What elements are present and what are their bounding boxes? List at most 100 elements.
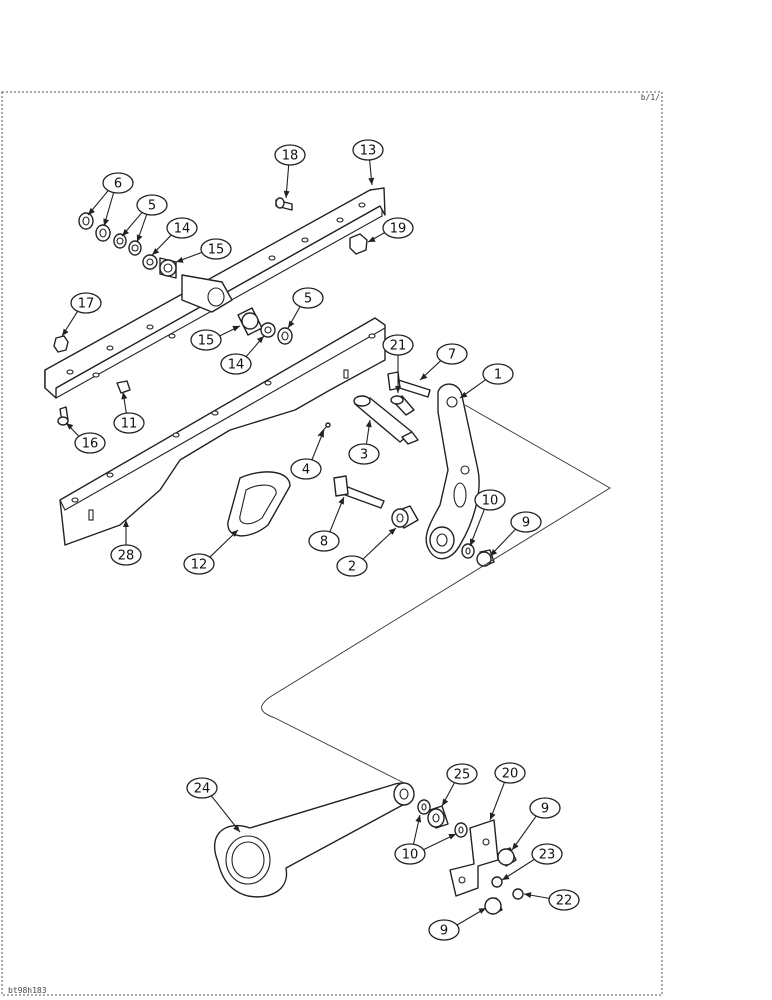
callout-17: 17 (70, 292, 102, 314)
callout-arrowhead (233, 824, 240, 832)
callout-arrowhead (88, 207, 95, 215)
callout-ellipse (110, 544, 142, 566)
callout-10: 10 (394, 843, 426, 865)
callout-3: 3 (348, 443, 380, 465)
callout-number: 10 (482, 494, 499, 509)
callout-20: 20 (494, 762, 526, 784)
lever-arm (425, 383, 480, 560)
callout-ellipse (529, 797, 561, 819)
callout-arrowhead (470, 538, 476, 546)
callout-arrowhead (460, 391, 468, 398)
callout-number: 13 (360, 144, 377, 159)
callout-arrowhead (415, 815, 422, 823)
callout-ellipse (200, 238, 232, 260)
bracket-hardware (484, 847, 524, 915)
callout-arrowhead (502, 873, 510, 880)
callout-1: 1 (482, 363, 514, 385)
callout-arrowhead (230, 530, 238, 537)
diagram-frame (1, 91, 663, 996)
callout-ellipse (510, 511, 542, 533)
callout-2: 2 (336, 555, 368, 577)
callout-ellipse (74, 432, 106, 454)
callout-number: 14 (228, 358, 245, 373)
callout-ellipse (274, 144, 306, 166)
callout-ellipse (382, 217, 414, 239)
callout-arrowhead (103, 218, 110, 226)
callout-number: 24 (194, 782, 211, 797)
callout-ellipse (482, 363, 514, 385)
callout-18: 18 (274, 144, 306, 166)
callout-22: 22 (548, 889, 580, 911)
washer-stack (78, 212, 177, 279)
callout-arrowhead (365, 420, 372, 428)
callout-ellipse (474, 489, 506, 511)
callout-arrowhead (395, 386, 401, 393)
callout-arrowhead (176, 256, 184, 263)
callout-number: 20 (502, 767, 519, 782)
callout-ellipse (308, 530, 340, 552)
callout-14: 14 (220, 353, 252, 375)
callout-ellipse (494, 762, 526, 784)
callout-number: 3 (360, 448, 368, 463)
callout-arrowhead (232, 325, 240, 332)
bushing-2 (391, 505, 419, 529)
callout-arrowhead (62, 328, 69, 336)
callout-ellipse (428, 919, 460, 941)
callout-number: 16 (82, 437, 99, 452)
callout-arrowhead (122, 228, 130, 236)
callout-ellipse (220, 353, 252, 375)
callout-number: 12 (191, 558, 208, 573)
callout-leader (362, 527, 397, 560)
connecting-link (213, 782, 415, 898)
callout-15: 15 (200, 238, 232, 260)
callout-11: 11 (113, 412, 145, 434)
callout-number: 4 (302, 463, 310, 478)
callout-number: 7 (448, 348, 456, 363)
callout-number: 19 (390, 222, 407, 237)
callout-5: 5 (136, 194, 168, 216)
callout-6: 6 (102, 172, 134, 194)
callout-5: 5 (292, 287, 324, 309)
callout-number: 10 (402, 848, 419, 863)
callout-arrowhead (420, 373, 428, 380)
callout-number: 28 (118, 549, 135, 564)
callout-24: 24 (186, 777, 218, 799)
callout-ellipse (531, 843, 563, 865)
callout-number: 15 (198, 334, 215, 349)
callout-16: 16 (74, 432, 106, 454)
hardware-small (53, 197, 368, 437)
callout-arrowhead (442, 798, 449, 806)
callout-arrowhead (338, 497, 344, 505)
callout-arrowhead (288, 320, 295, 328)
callout-ellipse (436, 343, 468, 365)
callout-arrowhead (136, 234, 143, 242)
bolt-8 (333, 475, 385, 509)
callout-number: 14 (174, 222, 191, 237)
callout-ellipse (348, 443, 380, 465)
callout-number: 21 (390, 339, 407, 354)
callout-23: 23 (531, 843, 563, 865)
callout-13: 13 (352, 139, 384, 161)
callout-arrowhead (490, 549, 498, 556)
callout-12: 12 (183, 553, 215, 575)
callout-4: 4 (290, 458, 322, 480)
callout-number: 11 (121, 417, 138, 432)
pin-and-screw (353, 395, 419, 445)
callout-9: 9 (510, 511, 542, 533)
callout-arrowhead (283, 190, 290, 198)
callout-9: 9 (529, 797, 561, 819)
link-hardware (417, 799, 468, 838)
callout-number: 22 (556, 894, 573, 909)
callout-number: 9 (522, 516, 530, 531)
callout-number: 15 (208, 243, 225, 258)
callout-arrowhead (368, 236, 376, 242)
callout-ellipse (183, 553, 215, 575)
figure-id: bt98h183 (8, 986, 47, 995)
callout-number: 8 (320, 535, 328, 550)
callout-ellipse (166, 217, 198, 239)
callout-arrowhead (368, 177, 375, 185)
callout-ellipse (446, 763, 478, 785)
callout-ellipse (548, 889, 580, 911)
callout-arrowhead (489, 812, 496, 820)
